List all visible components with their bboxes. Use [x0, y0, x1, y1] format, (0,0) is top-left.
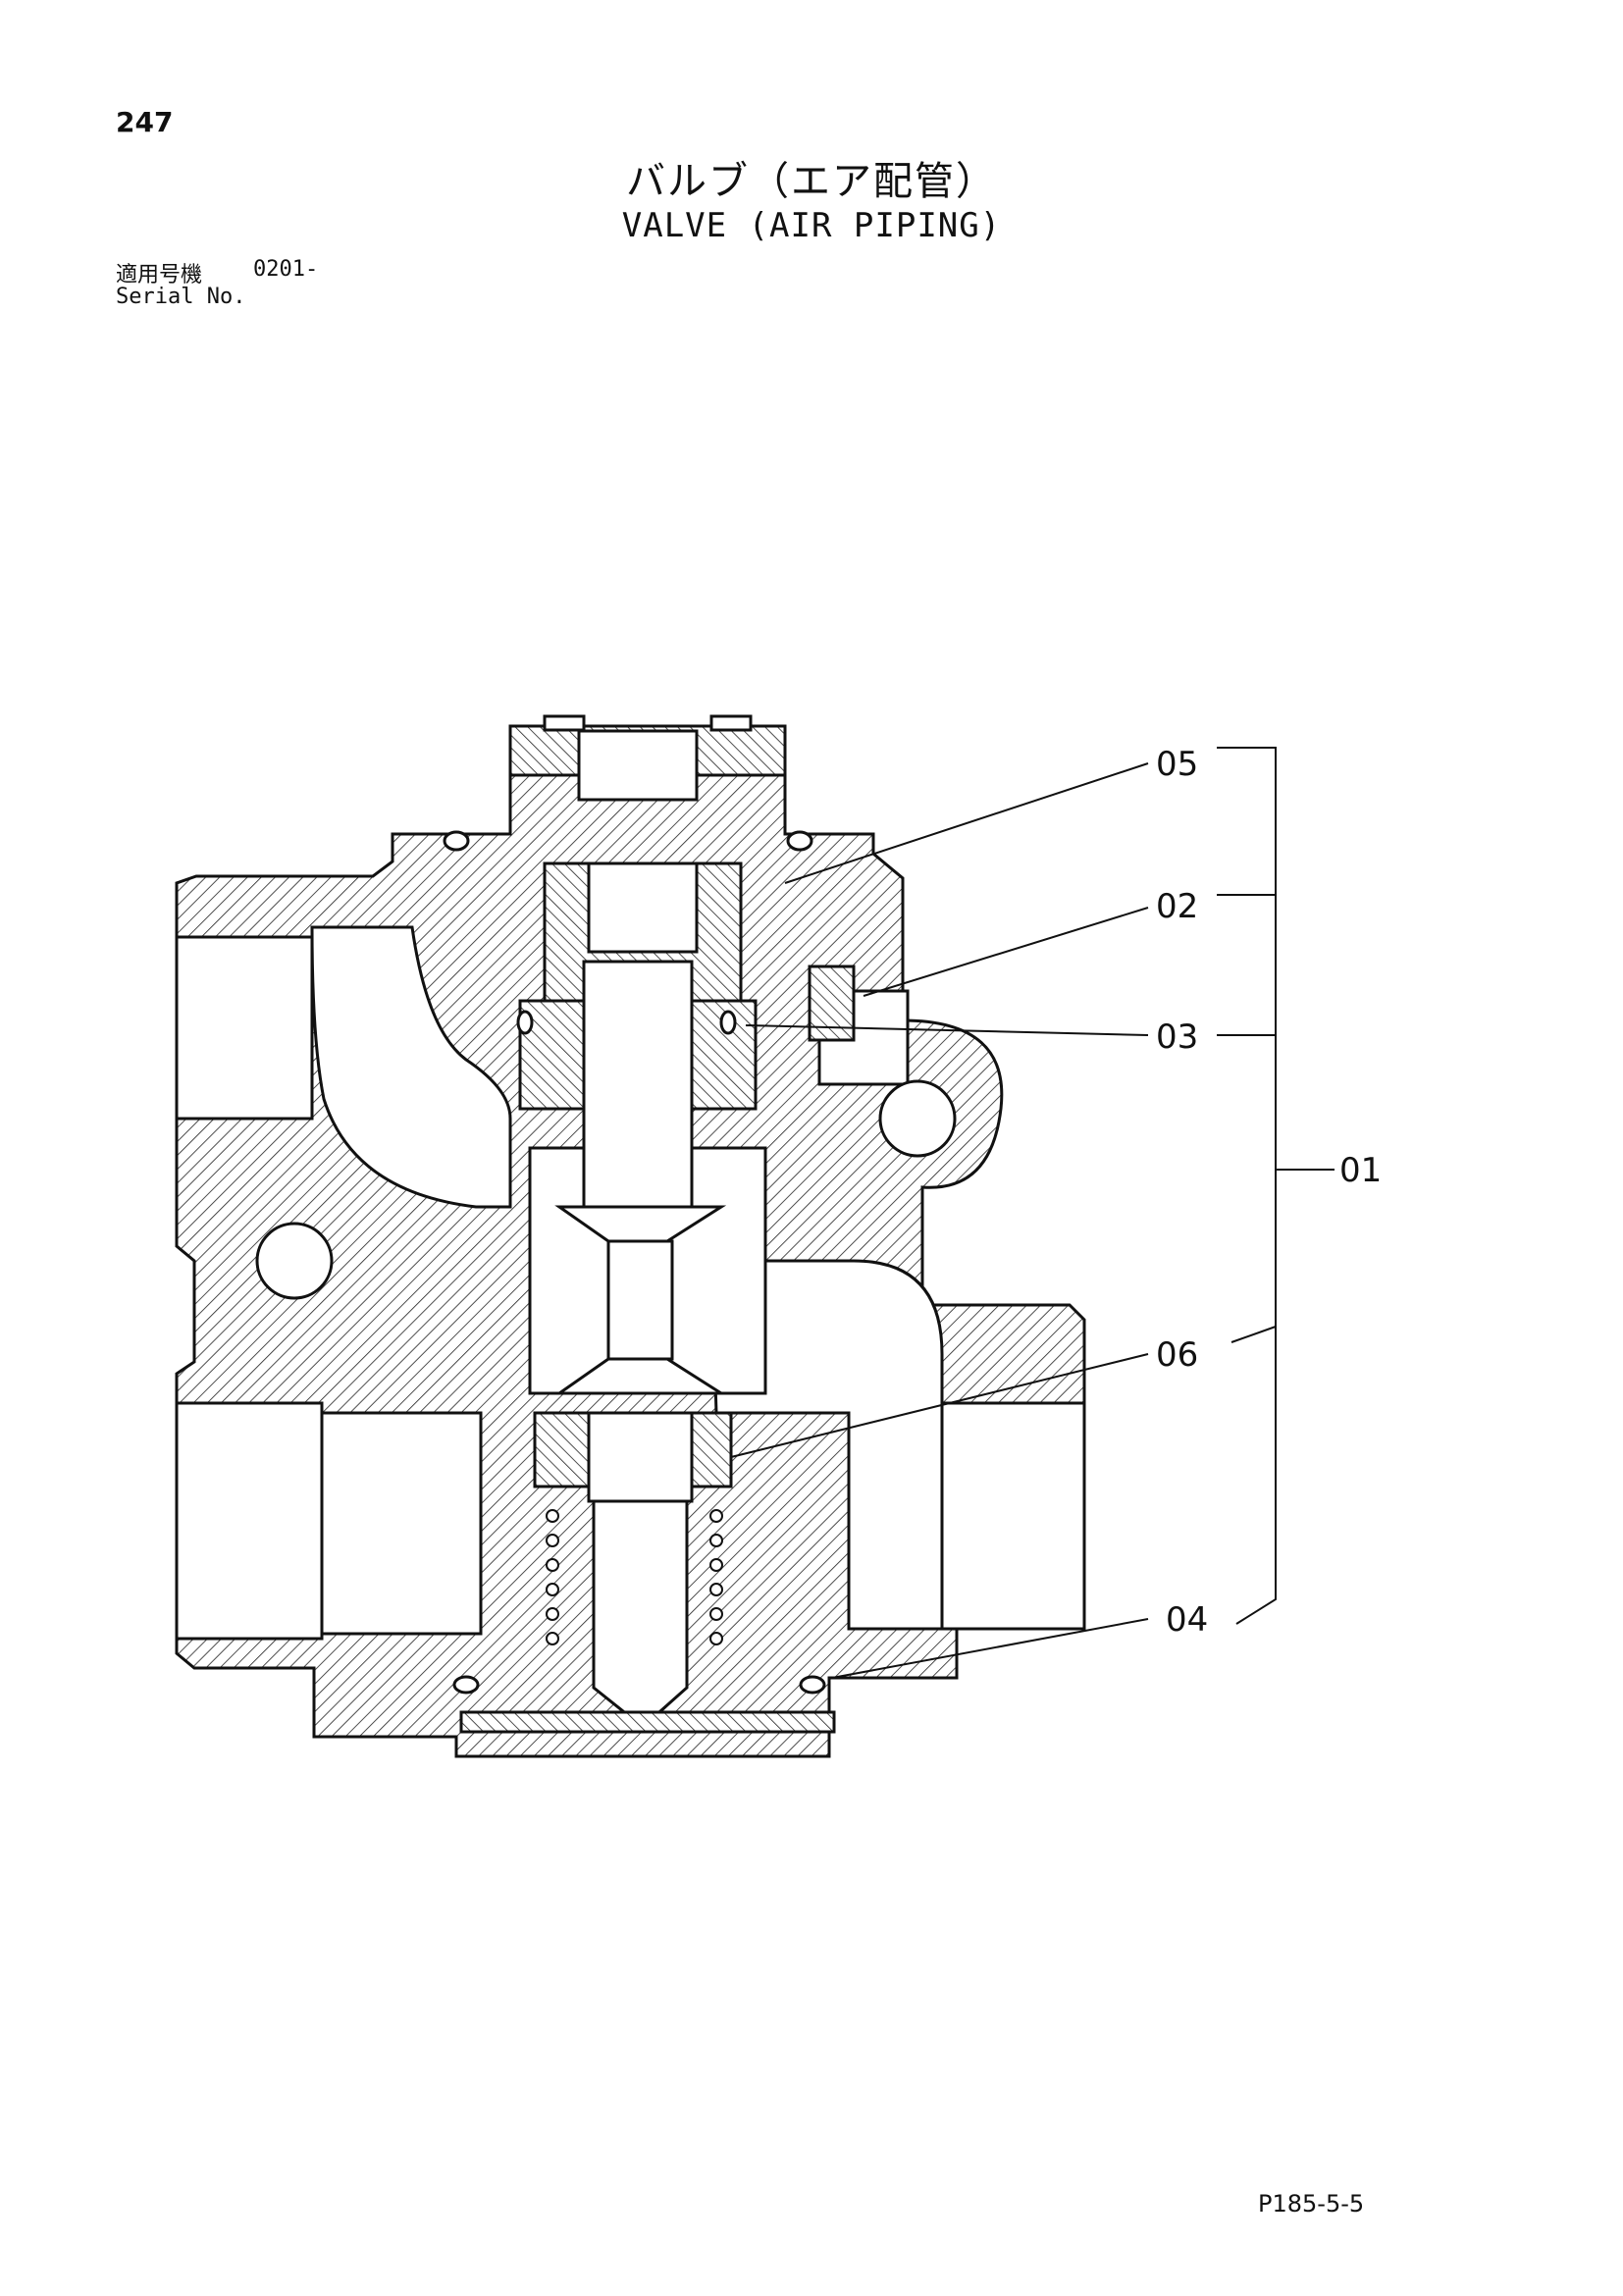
part-label-06: 06 [1156, 1335, 1198, 1375]
serial-label-english: Serial No. [116, 285, 246, 309]
part-label-03: 03 [1156, 1018, 1198, 1057]
part-label-01: 01 [1339, 1151, 1382, 1190]
title-japanese: バルブ（エア配管） [626, 159, 997, 204]
serial-label-japanese: 適用号機 [116, 263, 203, 287]
document-code: P185-5-5 [1258, 2190, 1365, 2218]
part-label-04: 04 [1166, 1600, 1208, 1640]
serial-range: 0201- [253, 257, 319, 282]
title-english: VALVE (AIR PIPING) [621, 206, 1002, 245]
leader-lines [730, 747, 1335, 1679]
valve-stem-assembly [459, 714, 836, 1734]
part-label-02: 02 [1156, 887, 1198, 926]
part-label-05: 05 [1156, 745, 1198, 784]
springs [546, 1509, 723, 1645]
part-labels: 05 02 03 01 06 04 [1156, 745, 1382, 1640]
page-number: 247 [116, 106, 174, 138]
